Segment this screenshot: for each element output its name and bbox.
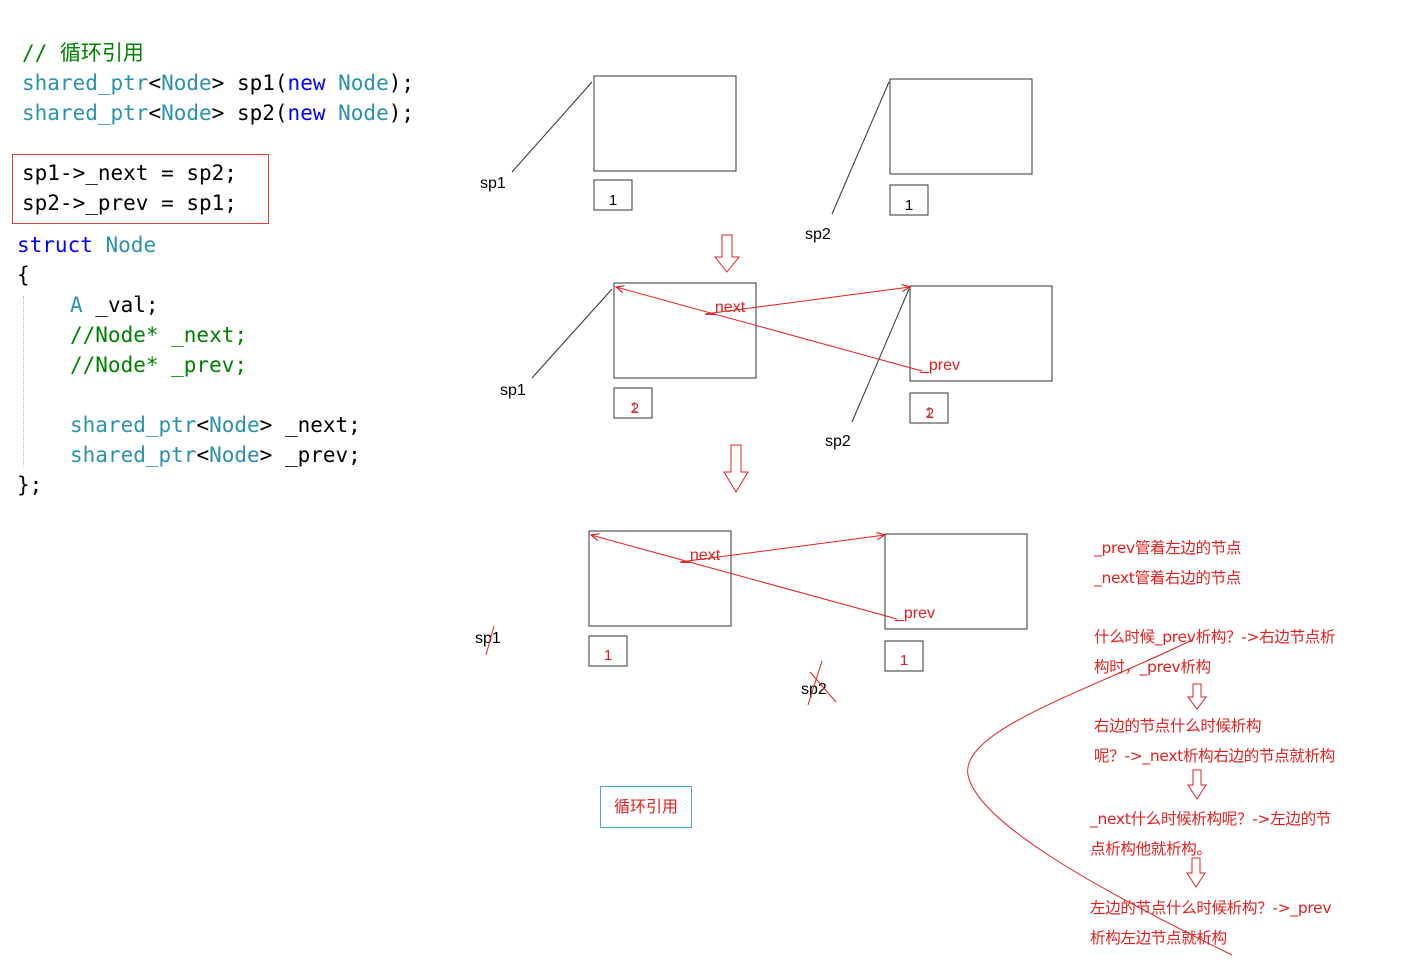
highlight-box xyxy=(12,154,269,224)
sp1-label: sp1 xyxy=(500,382,526,399)
code-member-prev: shared_ptr<Node> _prev; xyxy=(70,443,361,467)
strike-mark-sp2 xyxy=(807,660,823,706)
refcount-box-right xyxy=(884,640,924,672)
refcount-left: 1 xyxy=(609,192,617,209)
refcount-right-old: 1 xyxy=(925,404,933,421)
next-label: _next xyxy=(705,299,746,316)
refcount-box-left xyxy=(588,635,628,667)
sp2-label: sp2 xyxy=(825,433,851,450)
note-line: 什么时候_prev析构？->右边节点析 xyxy=(1094,628,1336,646)
sp1-pointer-line xyxy=(531,288,613,379)
note-line: _prev管着左边的节点 xyxy=(1094,539,1242,557)
refcount-right: 1 xyxy=(905,197,913,214)
next-arrow xyxy=(704,287,910,315)
down-arrow-1 xyxy=(713,234,741,273)
code-member-val: A _val; xyxy=(70,293,159,317)
note-line: 呢？->_next析构右边的节点就析构 xyxy=(1094,747,1335,765)
node-right-stage1 xyxy=(889,78,1033,175)
next-arrow xyxy=(679,535,885,563)
code-line-sp2: shared_ptr<Node> sp2(new Node); xyxy=(22,101,415,125)
node-left-stage2 xyxy=(613,282,757,379)
note-line: 析构左边节点就析构 xyxy=(1090,929,1227,947)
code-line-sp1: shared_ptr<Node> sp1(new Node); xyxy=(22,71,415,95)
code-comment-next: //Node* _next; xyxy=(70,323,248,347)
note-line: 点析构他就析构。 xyxy=(1090,840,1212,858)
code-comment-prev: //Node* _prev; xyxy=(70,353,248,377)
sp2-label: sp2 xyxy=(805,226,831,243)
sp1-label: sp1 xyxy=(480,175,506,192)
note-line: 构时，_prev析构 xyxy=(1094,658,1211,676)
cycle-reference-label: 循环引用 xyxy=(600,786,692,828)
prev-label: _prev xyxy=(919,357,960,374)
sp1-pointer-line xyxy=(511,81,593,173)
refcount-box-right xyxy=(909,392,949,424)
sp1-label-crossed: sp1 xyxy=(475,630,501,647)
code-comment-circular: // 循环引用 xyxy=(22,41,144,65)
cycle-loop-curve xyxy=(967,639,1233,956)
code-open-brace: { xyxy=(17,263,30,287)
code-assign-next: sp1->_next = sp2; xyxy=(22,161,237,185)
code-close-brace: }; xyxy=(17,473,43,497)
note-line: _next什么时候析构呢？->左边的节 xyxy=(1090,810,1331,828)
code-member-next: shared_ptr<Node> _next; xyxy=(70,413,361,437)
node-right-stage3 xyxy=(884,533,1028,630)
node-left-stage3 xyxy=(588,530,732,627)
prev-label: _prev xyxy=(894,605,935,622)
refcount-left-old: 1 xyxy=(630,399,638,416)
refcount-left: 1 xyxy=(604,647,612,664)
indent-guide xyxy=(23,296,24,466)
flow-arrow-2 xyxy=(1187,769,1207,800)
code-struct-decl: struct Node xyxy=(17,233,157,257)
note-line: _next管着右边的节点 xyxy=(1094,569,1241,587)
stage2: sp1 sp2 _next _prev 1 2 1 2 xyxy=(500,282,1053,450)
stage1: sp1 sp2 1 1 xyxy=(480,75,1033,243)
code-assign-prev: sp2->_prev = sp1; xyxy=(22,191,237,215)
note-line: 左边的节点什么时候析构？->_prev xyxy=(1090,899,1332,917)
down-arrow-2 xyxy=(723,444,749,493)
strike-mark-sp2 xyxy=(809,671,837,703)
flow-arrow-1 xyxy=(1187,683,1207,710)
prev-arrow xyxy=(591,535,898,620)
refcount-box-right xyxy=(889,184,929,216)
code-panel: // 循环引用 shared_ptr<Node> sp1(new Node); … xyxy=(0,0,470,520)
sp2-label-crossed: sp2 xyxy=(801,681,827,698)
refcount-box-left xyxy=(613,387,653,419)
refcount-box-left xyxy=(593,179,633,211)
sp2-pointer-line xyxy=(851,288,910,423)
strike-mark-sp1 xyxy=(485,625,495,656)
sp2-pointer-line xyxy=(831,81,890,215)
note-line: 右边的节点什么时候析构 xyxy=(1094,717,1262,735)
refcount-right-new: 2 xyxy=(926,405,934,422)
next-label: _next xyxy=(680,547,721,564)
stage3: _next _prev sp1 sp2 1 1 xyxy=(475,530,1028,706)
refcount-left-new: 2 xyxy=(631,400,639,417)
node-right-stage2 xyxy=(909,285,1053,382)
refcount-right: 1 xyxy=(900,652,908,669)
flow-arrow-3 xyxy=(1186,857,1206,888)
node-left-stage1 xyxy=(593,75,737,172)
prev-arrow xyxy=(616,287,923,372)
